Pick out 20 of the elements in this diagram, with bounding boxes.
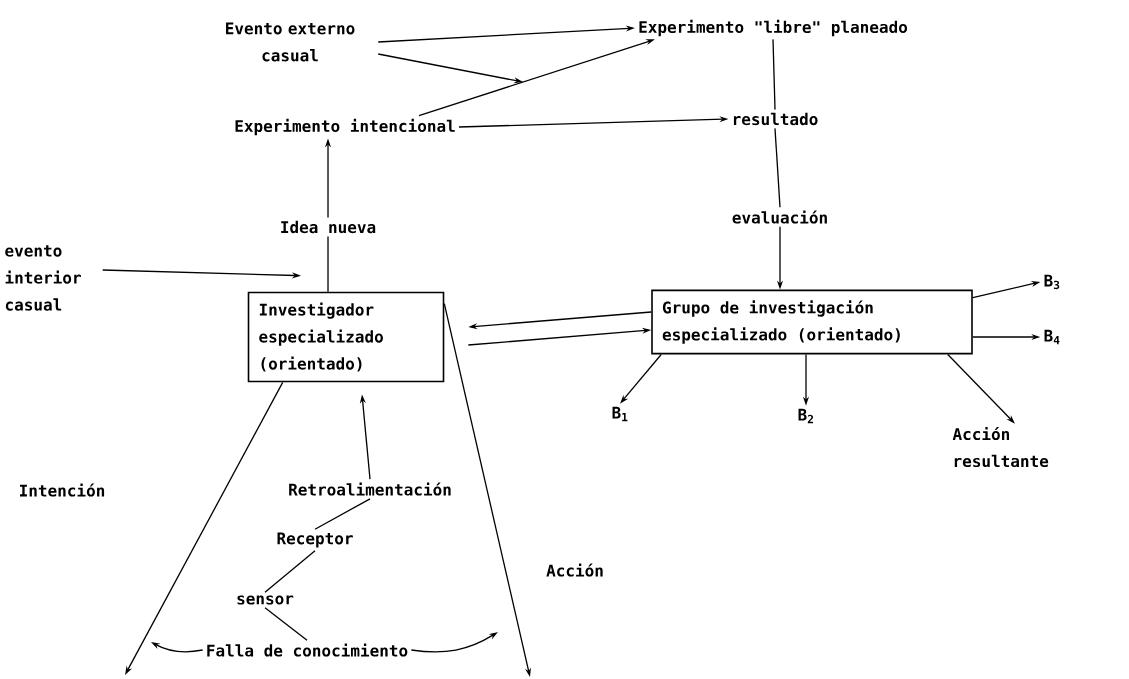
text-label: B$_{1}$ — [612, 406, 628, 422]
text-label: Receptor — [277, 532, 353, 548]
text-label: resultado — [733, 112, 818, 126]
text-label: Intención — [20, 483, 105, 497]
text-label: B$_{3}$ — [1044, 274, 1060, 290]
process-box: Grupo de investigación especializado (orientado) — [651, 289, 973, 355]
text-label: Evento externo casual — [226, 22, 355, 62]
text-label: Idea nueva — [281, 220, 376, 234]
text-label: evento interior casual — [5, 245, 81, 311]
text-label: Experimento "libre" planeado — [639, 19, 908, 37]
text-label: sensor — [237, 595, 294, 605]
text-label: Retroalimentación — [289, 482, 451, 496]
text-label: B$_{4}$ — [1044, 329, 1060, 345]
text-label: Experimento intencional — [235, 118, 455, 136]
text-label: evaluación — [732, 210, 827, 224]
text-label: Acción — [546, 563, 603, 577]
text-label: Acción resultante — [952, 426, 1049, 468]
text-label: Falla de conocimiento — [207, 643, 408, 657]
process-box: Investigador especializado (orientado) — [247, 291, 445, 383]
text-label: B$_{2}$ — [798, 408, 813, 424]
